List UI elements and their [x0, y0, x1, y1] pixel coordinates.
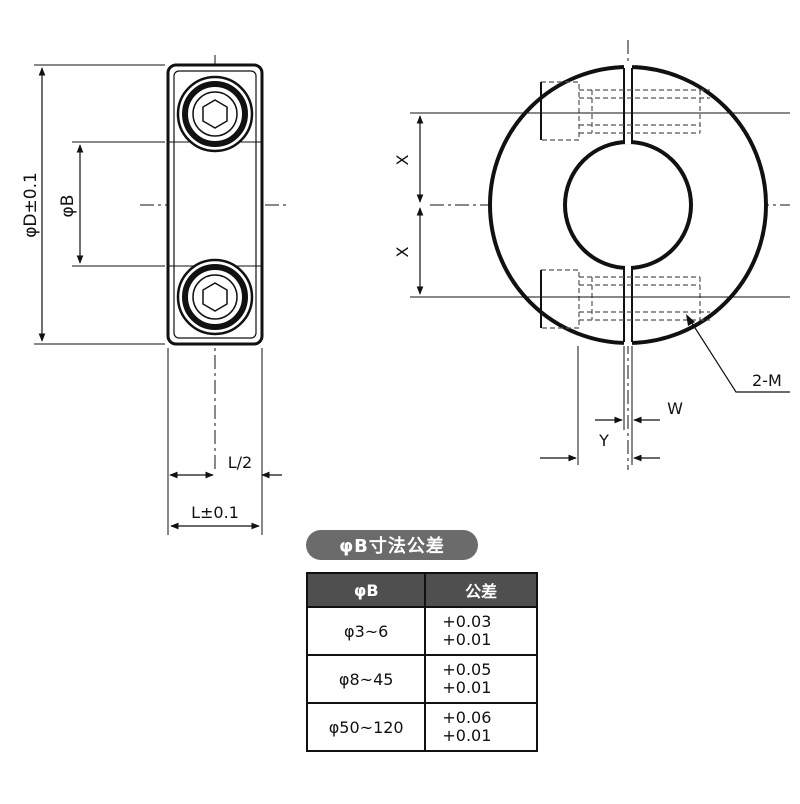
dim-screw-callout-label: 2-M — [752, 371, 782, 390]
header-bore: φB — [305, 572, 427, 608]
front-view: X X W Y 2-M — [393, 40, 790, 470]
tolerance-upper: +0.05 — [442, 660, 492, 679]
slit-bottom-gap — [624, 266, 632, 346]
tolerance-upper: +0.06 — [442, 708, 492, 727]
bore-range-cell: φ50~120 — [305, 702, 427, 752]
slit-top-gap — [624, 64, 632, 144]
tolerance-table: φB 公差 φ3~6 +0.03 +0.01 φ8~45 +0.05 +0.01… — [305, 572, 538, 752]
dim-x-lower-label: X — [393, 246, 412, 257]
tolerance-cell: +0.05 +0.01 — [424, 654, 538, 704]
tolerance-upper: +0.03 — [442, 612, 492, 631]
screw-callout-leader — [689, 319, 790, 393]
collar-front-bore — [563, 140, 693, 270]
hidden-screw-top — [540, 81, 710, 141]
header-tolerance: 公差 — [424, 572, 538, 608]
bore-range-cell: φ8~45 — [305, 654, 427, 704]
table-row: φ3~6 +0.03 +0.01 — [305, 606, 538, 656]
dim-x-upper-label: X — [393, 154, 412, 165]
bore-range-cell: φ3~6 — [305, 606, 427, 656]
screw-head-top-icon — [176, 75, 254, 153]
tolerance-cell: +0.06 +0.01 — [424, 702, 538, 752]
table-row: φ50~120 +0.06 +0.01 — [305, 702, 538, 752]
dim-half-length-label: L/2 — [228, 453, 252, 472]
tolerance-lower: +0.01 — [442, 630, 492, 649]
tolerance-lower: +0.01 — [442, 726, 492, 745]
tolerance-table-header-row: φB 公差 — [305, 572, 538, 608]
screw-callout-arrow — [686, 314, 695, 326]
dim-bore-label: φB — [58, 195, 78, 218]
table-row: φ8~45 +0.05 +0.01 — [305, 654, 538, 704]
collar-side-inner-chamfer — [173, 70, 257, 339]
dim-screw-offset-label: Y — [598, 431, 609, 450]
dim-slot-width-label: W — [667, 399, 683, 418]
tolerance-table-title: φB寸法公差 — [306, 530, 478, 560]
side-view: φD±0.1 φB L/2 L±0.1 — [21, 55, 290, 535]
dim-length-label: L±0.1 — [191, 503, 239, 522]
screw-head-bottom-icon — [176, 258, 254, 336]
dim-outer-diameter-label: φD±0.1 — [21, 172, 41, 238]
tolerance-cell: +0.03 +0.01 — [424, 606, 538, 656]
tolerance-lower: +0.01 — [442, 678, 492, 697]
